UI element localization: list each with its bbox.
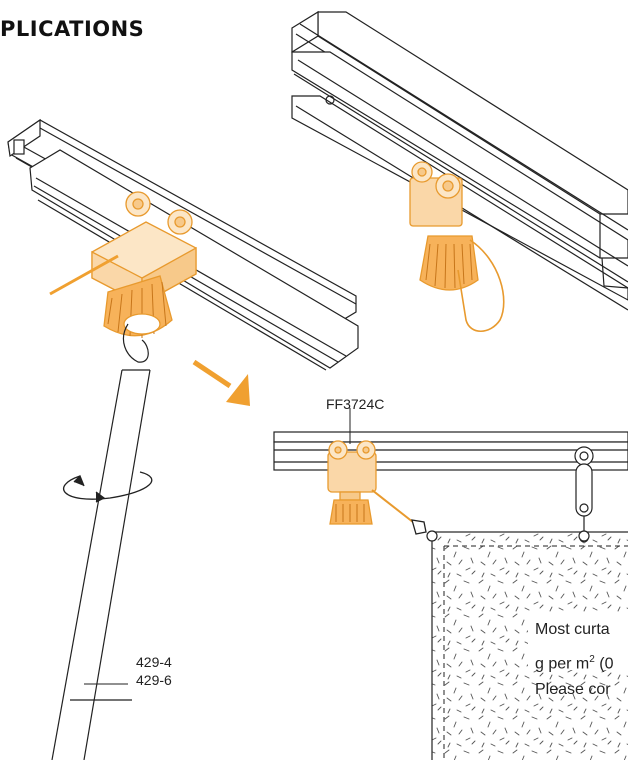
rod-code-label-2: 429-6 xyxy=(136,672,172,688)
page-heading: PLICATIONS xyxy=(0,17,145,41)
carrier-code-label: FF3724C xyxy=(326,396,385,412)
curtain-note-line-2-text: g per m xyxy=(535,655,590,673)
top-right-carrier xyxy=(409,161,505,333)
top-right-rail xyxy=(291,10,628,311)
curtain-note-superscript: 2 xyxy=(589,654,595,665)
operating-rod xyxy=(51,323,151,761)
curtain-note-line-2: g per m2 (0 xyxy=(535,650,613,674)
curtain-fabric xyxy=(426,530,628,765)
standard-glider xyxy=(574,446,594,543)
diagonal-arrow-icon xyxy=(192,359,250,406)
rod-code-label-1: 429-4 xyxy=(136,654,172,670)
rotate-arrow-icon xyxy=(63,471,153,503)
curtain-note-line-3: Please cor xyxy=(535,681,611,698)
curtain-note-line-1: Most curta xyxy=(535,621,610,638)
left-carrier xyxy=(49,191,197,338)
ff3724c-carrier xyxy=(327,440,427,535)
curtain-note-line-2-suffix: (0 xyxy=(594,655,614,673)
ceiling-track xyxy=(273,431,628,471)
